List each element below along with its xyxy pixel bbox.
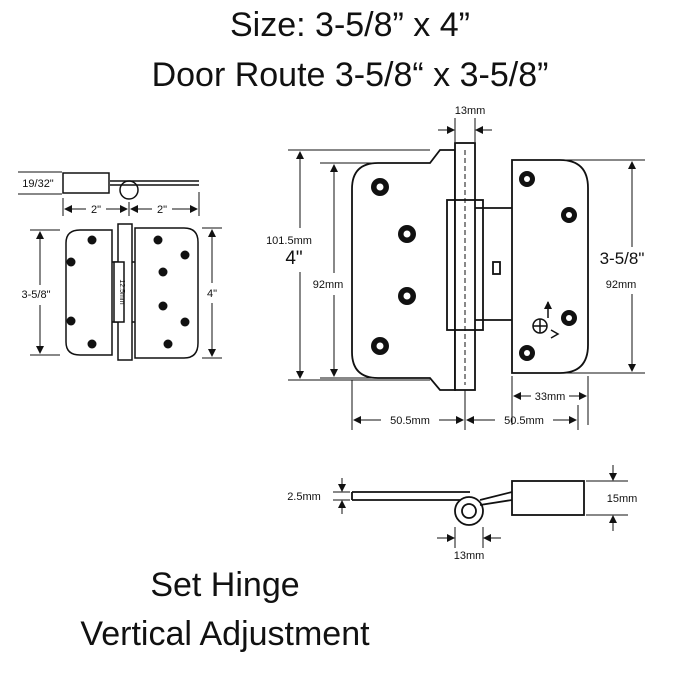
main-screw-hole-centers	[376, 176, 572, 356]
small-right-height-label: 4"	[207, 288, 217, 300]
small-height-dims	[30, 227, 222, 359]
side-dimension-lines	[333, 465, 628, 548]
adjustment-icon	[532, 301, 560, 339]
main-right-leaf-width-label: 50.5mm	[504, 415, 544, 427]
footer-title: Set Hinge	[150, 566, 300, 604]
small-knuckle-label: 12.5mm	[118, 279, 125, 304]
side-block-height-label: 15mm	[607, 493, 638, 505]
side-edge-view	[351, 480, 585, 526]
small-right-width-label: 2"	[157, 204, 167, 216]
main-right-height-mm-label: 92mm	[606, 279, 637, 291]
side-pin-diameter-label: 13mm	[454, 550, 485, 562]
small-thickness-label: 19/32"	[22, 178, 54, 190]
main-right-height-in-label: 3-5/8"	[600, 249, 645, 268]
main-total-height-mm-label: 101.5mm	[266, 235, 312, 247]
main-left-plate-height-label: 92mm	[313, 279, 344, 291]
main-dimension-lines	[288, 118, 645, 430]
main-right-offset-label: 33mm	[535, 391, 566, 403]
door-route-heading: Door Route 3-5/8“ x 3-5/8”	[151, 56, 549, 94]
main-knuckle-width-label: 13mm	[455, 105, 486, 117]
small-front-view	[65, 223, 199, 361]
main-total-height-in-label: 4"	[285, 248, 302, 269]
small-screw-holes	[66, 235, 190, 349]
footer-subtitle: Vertical Adjustment	[80, 615, 370, 653]
side-leaf-thickness-label: 2.5mm	[287, 491, 321, 503]
small-left-width-label: 2"	[91, 204, 101, 216]
size-heading: Size: 3-5/8” x 4”	[230, 6, 470, 44]
small-left-height-label: 3-5/8"	[22, 289, 51, 301]
main-left-leaf-width-label: 50.5mm	[390, 415, 430, 427]
main-hinge	[351, 142, 589, 391]
small-edge-view	[18, 171, 200, 216]
